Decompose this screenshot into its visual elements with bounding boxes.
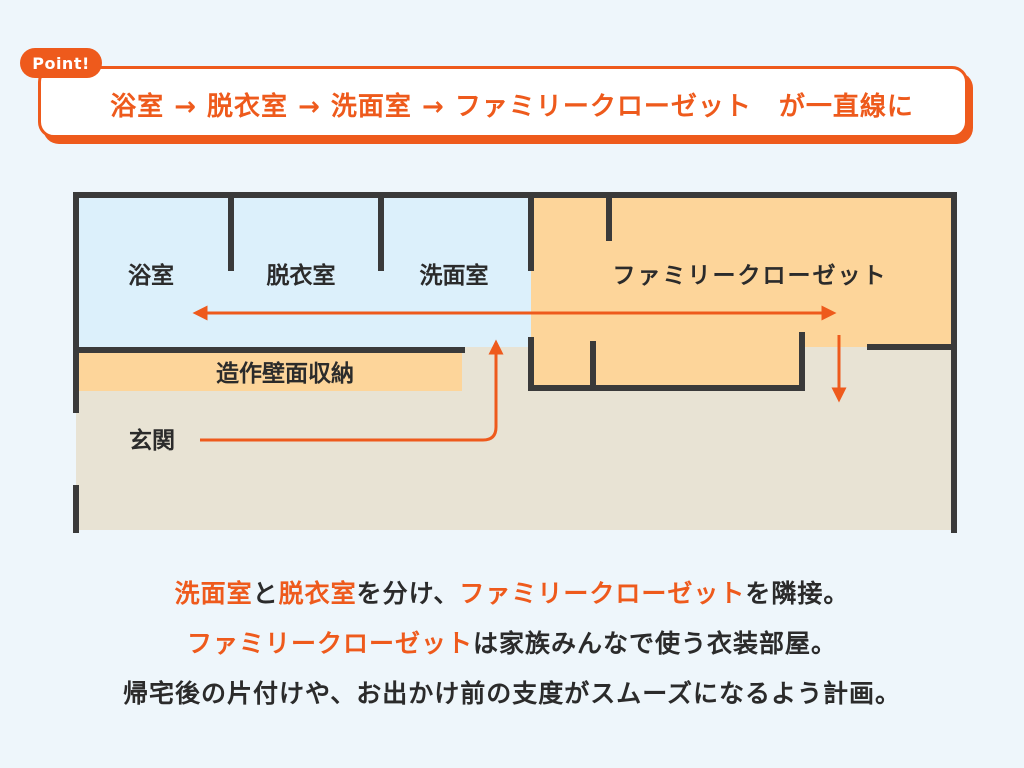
room-built-in-storage: 造作壁面収納 [216, 360, 354, 387]
point-badge: Point! [20, 48, 102, 78]
caption-closet: ファミリークローゼット [186, 629, 473, 658]
caption-line-1: 洗面室と脱衣室を分け、ファミリークローゼットを隣接。 [0, 574, 1024, 610]
caption-text: と [252, 579, 279, 608]
caption-text: は家族みんなで使う衣装部屋。 [473, 629, 838, 658]
room-dressing: 脱衣室 [267, 262, 336, 289]
caption-text: を隣接。 [745, 579, 850, 608]
caption-closet: ファミリークローゼット [459, 579, 746, 608]
room-bath: 浴室 [128, 262, 174, 289]
caption-dressing: 脱衣室 [278, 579, 357, 608]
caption-washroom: 洗面室 [174, 579, 253, 608]
room-entrance: 玄関 [129, 427, 175, 454]
arrow-entrance-path [200, 339, 504, 442]
closet-area-lower [531, 347, 802, 391]
closet-area [531, 195, 954, 347]
point-text: 浴室 → 脱衣室 → 洗面室 → ファミリークローゼット が一直線に [110, 92, 914, 122]
room-family-closet: ファミリークローゼット [613, 263, 888, 289]
wet-area [76, 195, 531, 347]
caption-text: を分け、 [356, 579, 460, 608]
room-washroom: 洗面室 [420, 262, 489, 289]
point-banner [38, 66, 968, 138]
storage-area [76, 347, 462, 391]
caption-line-2: ファミリークローゼットは家族みんなで使う衣装部屋。 [0, 624, 1024, 660]
caption-line-3: 帰宅後の片付けや、お出かけ前の支度がスムーズになるよう計画。 [122, 679, 901, 708]
